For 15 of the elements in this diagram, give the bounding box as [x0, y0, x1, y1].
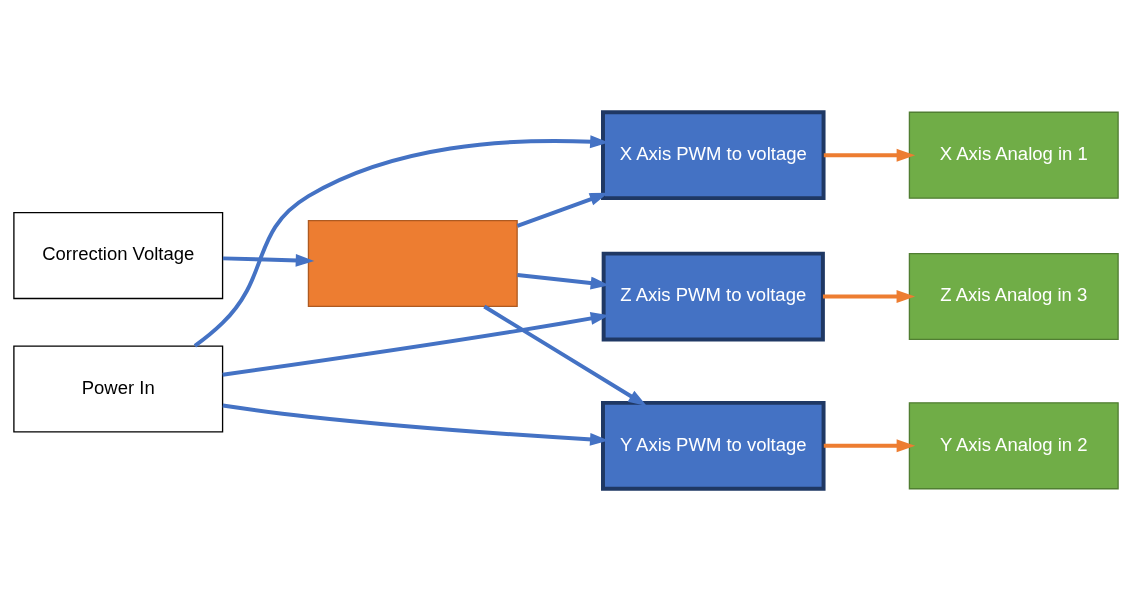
- node-box: Z Axis Analog in 3: [908, 252, 1119, 341]
- arrow: [222, 253, 315, 267]
- node-box: Y Axis PWM to voltage: [601, 400, 826, 491]
- node-box: [307, 219, 518, 308]
- arrow: [823, 148, 916, 162]
- node-box: X Axis PWM to voltage: [601, 110, 826, 201]
- arrow: [822, 290, 916, 304]
- node-box: Z Axis PWM to voltage: [601, 251, 825, 342]
- node-box: X Axis Analog in 1: [908, 111, 1119, 199]
- node-box: Correction Voltage: [13, 212, 224, 300]
- node-box: Y Axis Analog in 2: [908, 402, 1119, 490]
- arrow: [193, 135, 609, 348]
- arrow: [823, 439, 916, 453]
- arrow: [483, 304, 647, 406]
- node-box: Power In: [13, 345, 224, 433]
